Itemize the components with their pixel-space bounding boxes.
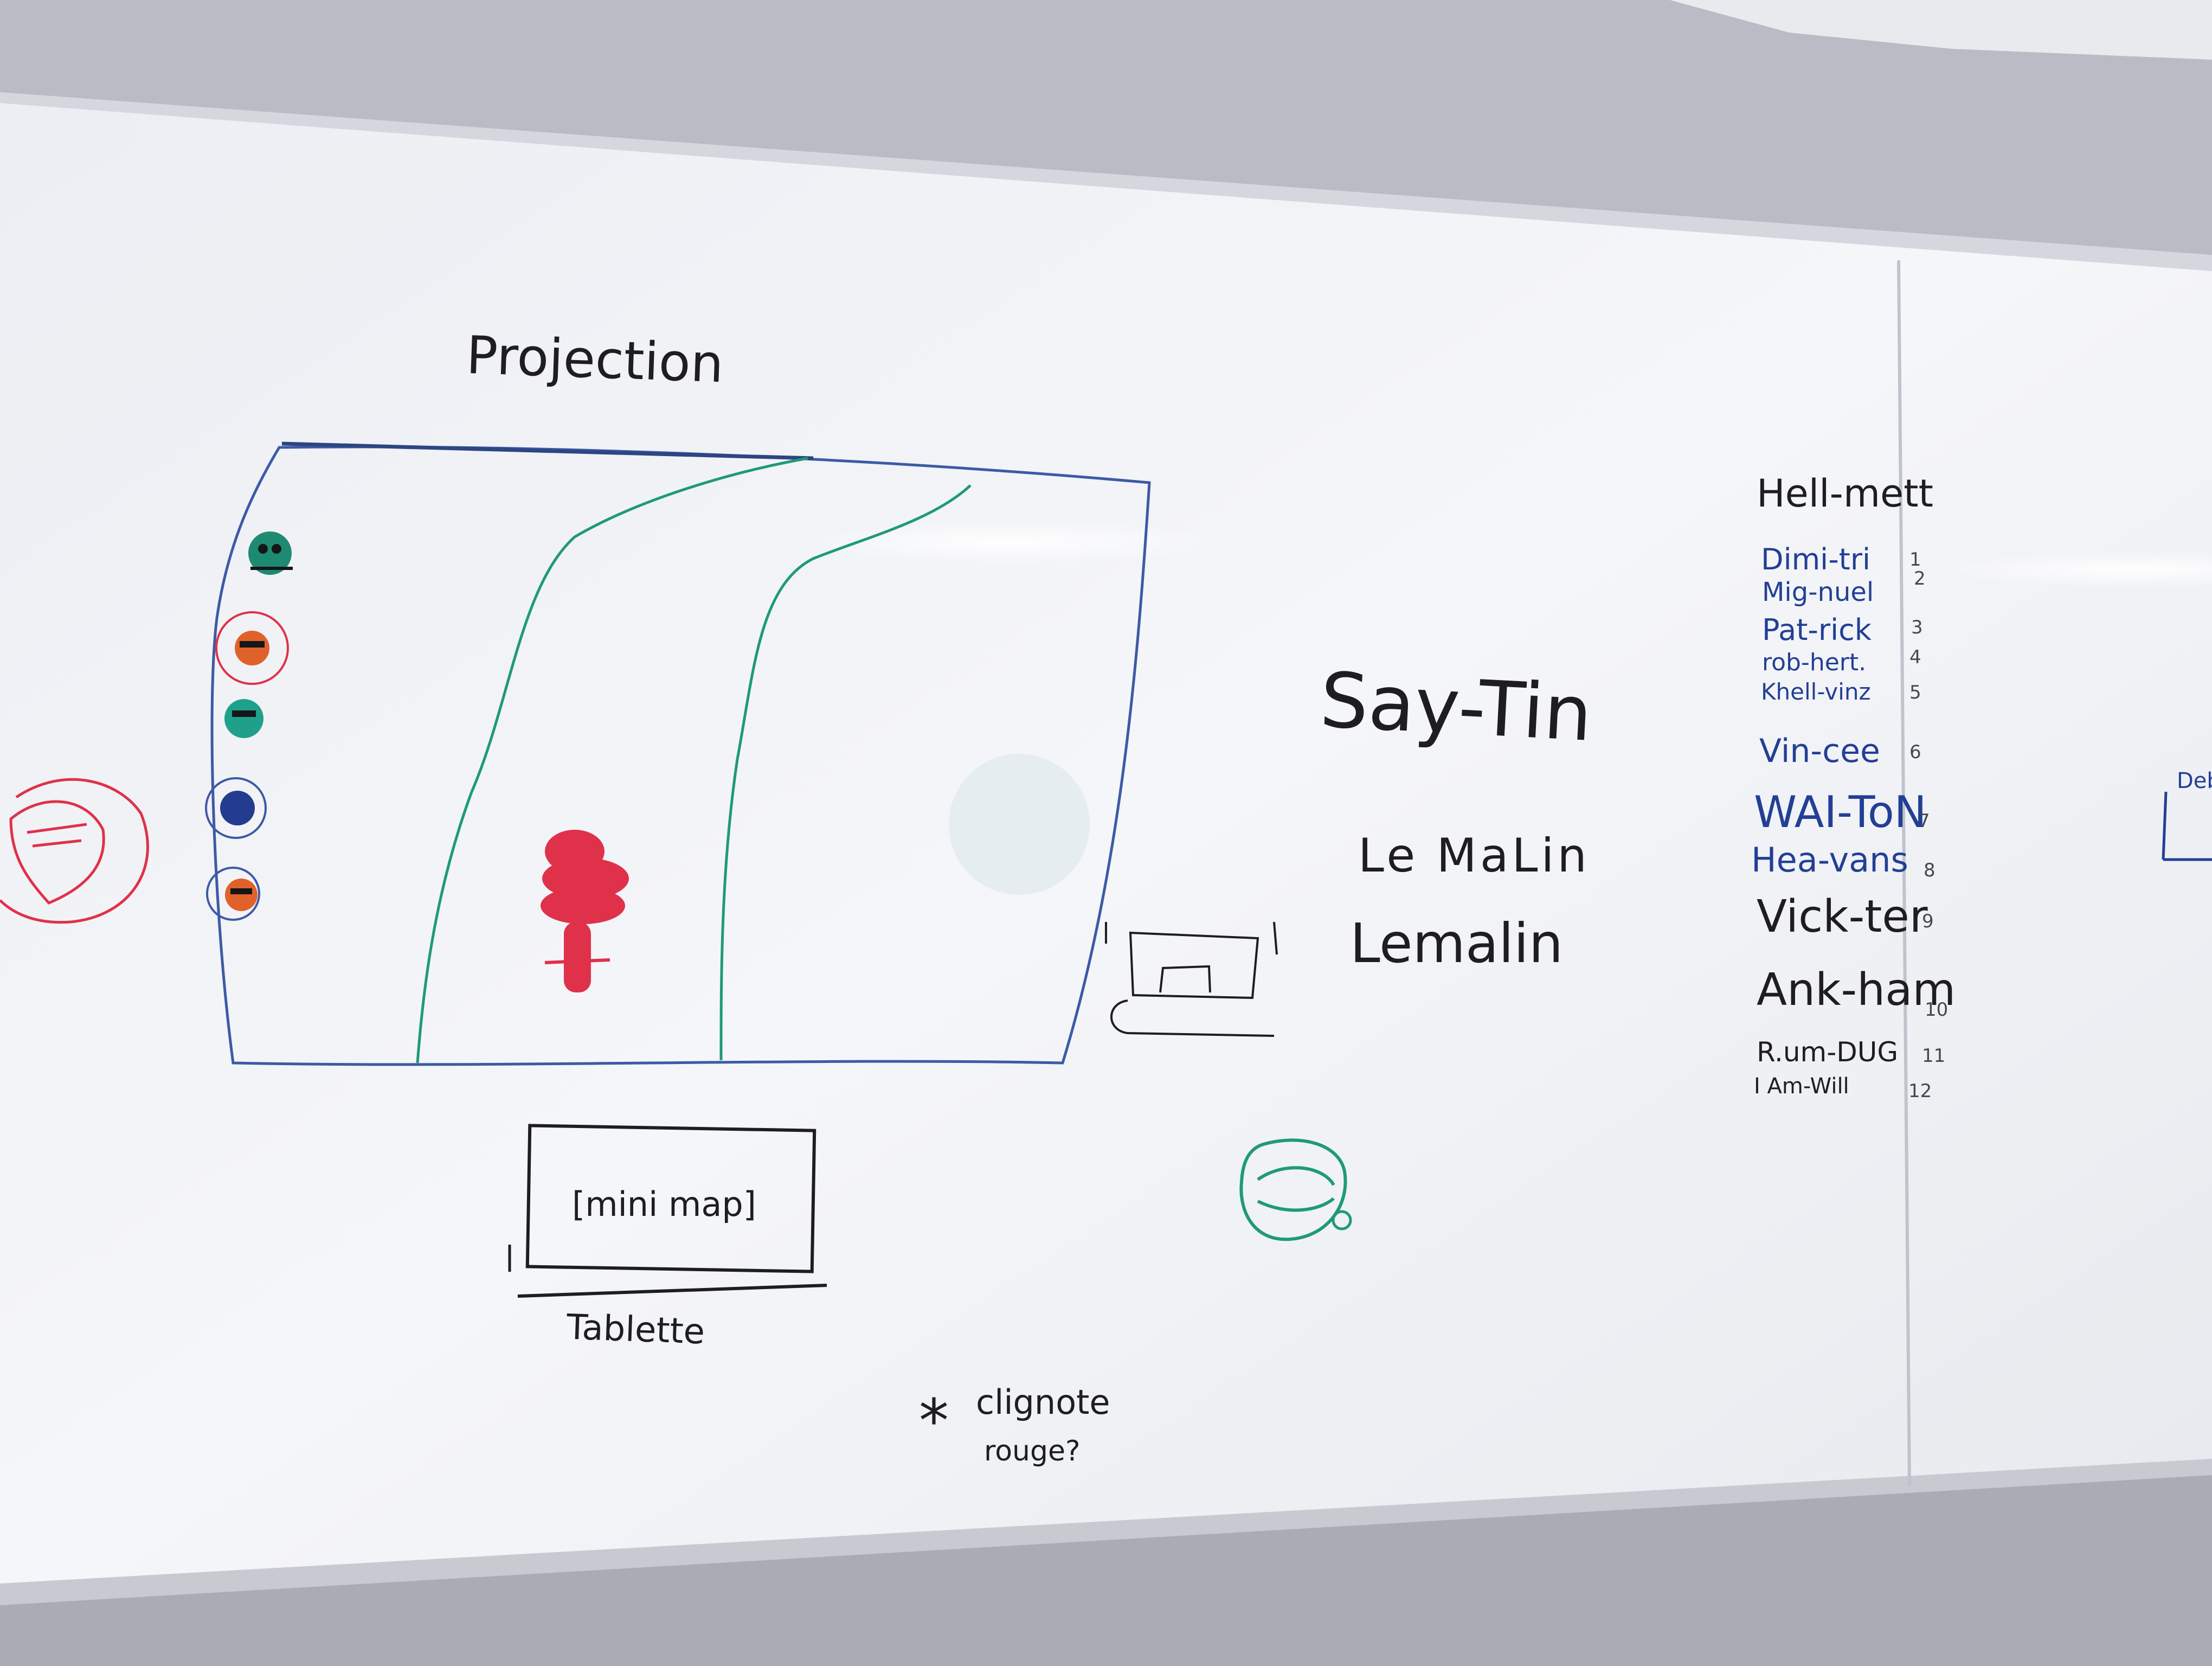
list-item: Pat-rick [1762, 613, 1872, 647]
list-item: R.um-DUG [1757, 1036, 1899, 1068]
light-reflection [797, 521, 1220, 564]
green-doodle [1239, 1138, 1352, 1241]
list-item: Hea-vans [1751, 840, 1908, 880]
list-item-number: 9 [1922, 911, 1934, 932]
green-character-icon [248, 531, 293, 575]
note-star: * [919, 1386, 949, 1456]
names-list-title: Hell-mett [1757, 471, 1934, 516]
list-item-number: 2 [1914, 568, 1926, 589]
wall-below [0, 1475, 2212, 1666]
screen-doodle [1105, 921, 1278, 1037]
lemalin-label: Lemalin [1350, 912, 1564, 975]
projection-frame [210, 445, 1151, 1066]
ceiling [1670, 0, 2212, 60]
note-line-2: rouge? [984, 1435, 1081, 1468]
light-reflection [949, 754, 1090, 895]
le-malin-label: Le MaLin [1358, 829, 1590, 883]
list-item-number: 8 [1924, 860, 1935, 881]
list-item: Ank-ham [1757, 964, 1956, 1016]
list-item: Dimi-tri [1761, 542, 1871, 576]
list-item-number: 5 [1909, 682, 1921, 703]
say-tin-label: Say-Tin [1318, 656, 1594, 759]
list-item-number: 3 [1911, 617, 1923, 638]
list-item: Mig-nuel [1762, 577, 1874, 607]
list-item-number: 6 [1909, 741, 1921, 763]
list-item-number: 10 [1925, 999, 1949, 1021]
list-item: Vick-ter [1757, 891, 1928, 943]
list-item-number: 12 [1908, 1080, 1932, 1102]
green-lane-line [719, 484, 972, 1061]
red-player-doodle [541, 830, 629, 992]
green-character-icon [224, 699, 263, 738]
red-heart-doodle [0, 778, 149, 924]
marker-tray [0, 1459, 2212, 1605]
list-item: Khell-vinz [1761, 678, 1871, 705]
partial-label: Deb [2177, 768, 2212, 793]
green-lane-line [416, 457, 808, 1063]
minimap-label: [mini map] [572, 1184, 756, 1224]
tablette-label: Tablette [565, 1307, 706, 1353]
minimap-box [525, 1124, 816, 1273]
list-item-number: 7 [1918, 810, 1930, 832]
list-item: rob-hert. [1762, 649, 1867, 676]
whiteboard-surface [0, 103, 2212, 1584]
list-item: WAI-ToN [1754, 787, 1927, 837]
orange-character-icon [215, 611, 289, 685]
list-item-number: 1 [1909, 549, 1921, 571]
light-reflection [1930, 551, 2212, 588]
note-line-1: clignote [976, 1382, 1110, 1422]
list-item: I Am-Will [1754, 1074, 1849, 1099]
orange-character-icon [206, 867, 260, 921]
list-item-number: 4 [1909, 646, 1921, 668]
list-item-number: 11 [1922, 1045, 1946, 1067]
panel-seam [1897, 260, 1911, 1486]
projection-label: Projection [465, 324, 725, 395]
blue-character-icon [205, 777, 267, 839]
list-item: Vin-cee [1759, 732, 1880, 770]
